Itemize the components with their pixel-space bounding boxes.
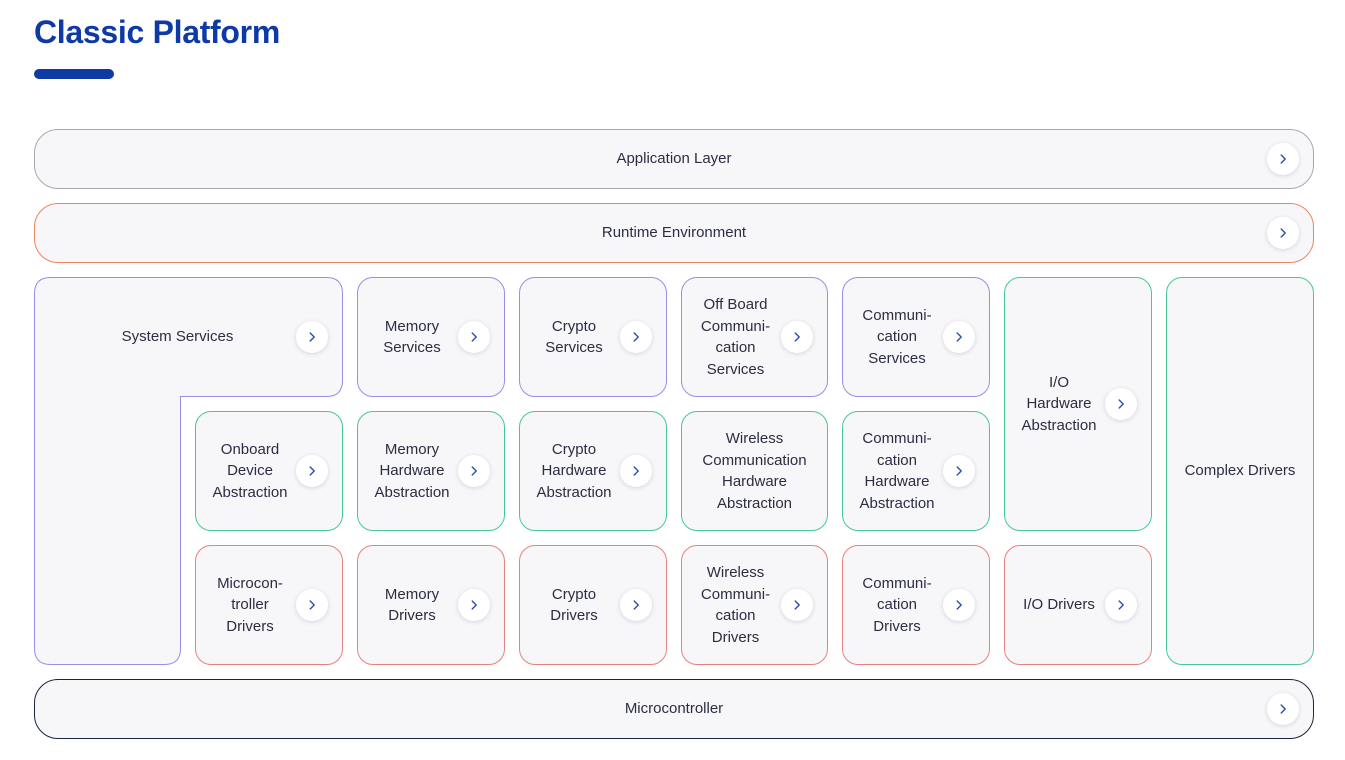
chevron-right-icon[interactable] xyxy=(781,589,813,621)
chevron-right-icon[interactable] xyxy=(1267,693,1299,725)
chevron-right-icon[interactable] xyxy=(943,455,975,487)
chevron-right-icon[interactable] xyxy=(458,321,490,353)
chevron-right-icon[interactable] xyxy=(296,455,328,487)
chevron-right-icon[interactable] xyxy=(620,589,652,621)
chevron-right-icon[interactable] xyxy=(1105,388,1137,420)
system-services[interactable]: System Services xyxy=(34,277,343,397)
page-title: Classic Platform xyxy=(34,14,280,50)
io-drivers[interactable]: I/O Drivers xyxy=(1004,545,1152,665)
chevron-right-icon[interactable] xyxy=(458,589,490,621)
system-services-outline xyxy=(34,277,343,665)
chevron-right-icon[interactable] xyxy=(781,321,813,353)
chevron-right-icon[interactable] xyxy=(458,455,490,487)
application-layer-label: Application Layer xyxy=(616,150,732,168)
chevron-right-icon[interactable] xyxy=(943,321,975,353)
title-underline xyxy=(34,69,114,79)
system-services-label: System Services xyxy=(121,328,234,346)
complex-drivers-label: Complex Drivers xyxy=(1184,462,1296,480)
chevron-right-icon[interactable] xyxy=(620,321,652,353)
chevron-right-icon[interactable] xyxy=(1267,217,1299,249)
runtime-environment[interactable]: Runtime Environment xyxy=(34,203,1314,263)
chevron-right-icon[interactable] xyxy=(620,455,652,487)
complex-drivers[interactable]: Complex Drivers xyxy=(1166,277,1314,665)
application-layer[interactable]: Application Layer xyxy=(34,129,1314,189)
runtime-environment-label: Runtime Environment xyxy=(601,224,747,242)
chevron-right-icon[interactable] xyxy=(296,589,328,621)
microcontroller-layer[interactable]: Microcontroller xyxy=(34,679,1314,739)
chevron-right-icon[interactable] xyxy=(943,589,975,621)
chevron-right-icon[interactable] xyxy=(296,321,328,353)
io-drivers-label: I/O Drivers xyxy=(1023,596,1095,614)
chevron-right-icon[interactable] xyxy=(1267,143,1299,175)
microcontroller-layer-label: Microcontroller xyxy=(624,700,724,718)
chevron-right-icon[interactable] xyxy=(1105,589,1137,621)
